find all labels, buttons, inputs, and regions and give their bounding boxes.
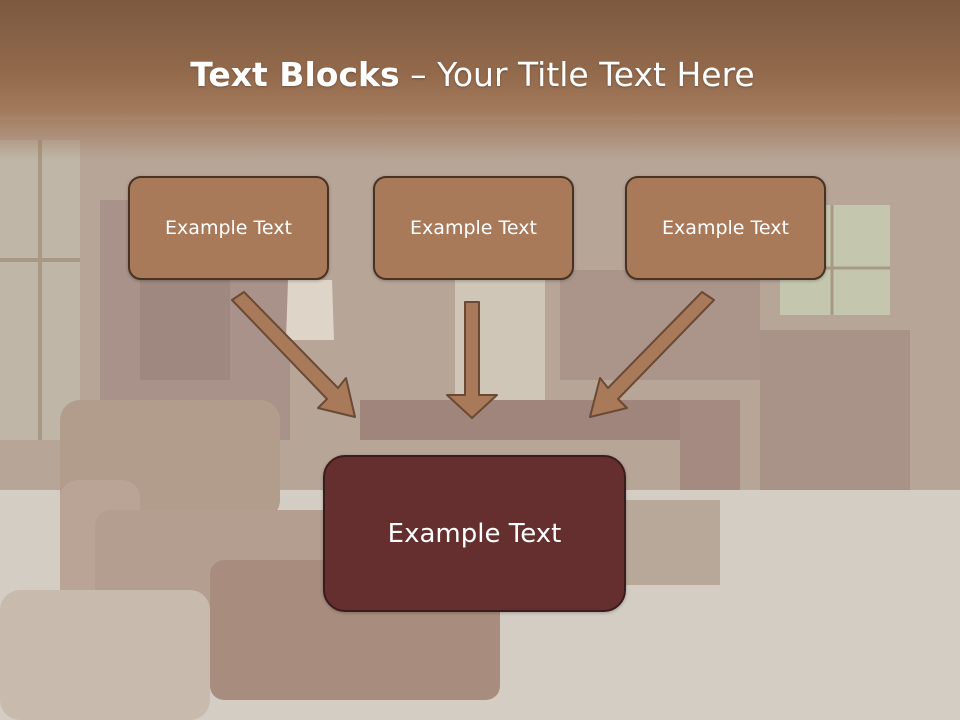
title-dash: –	[399, 55, 438, 94]
text-block-3[interactable]: Example Text	[625, 176, 826, 280]
text-block-main[interactable]: Example Text	[323, 455, 626, 612]
text-block-2[interactable]: Example Text	[373, 176, 574, 280]
title-bold: Text Blocks	[190, 55, 400, 94]
text-block-1-label: Example Text	[165, 217, 292, 239]
arrow-center	[446, 301, 498, 419]
text-block-main-label: Example Text	[387, 518, 562, 549]
text-block-3-label: Example Text	[662, 217, 789, 239]
arrow-left	[231, 291, 356, 418]
text-block-1[interactable]: Example Text	[128, 176, 329, 280]
title-rest: Your Title Text Here	[437, 55, 755, 94]
text-block-2-label: Example Text	[410, 217, 537, 239]
slide-title: Text Blocks – Your Title Text Here	[0, 52, 945, 98]
title-band	[0, 0, 960, 160]
arrow-right	[589, 291, 715, 418]
